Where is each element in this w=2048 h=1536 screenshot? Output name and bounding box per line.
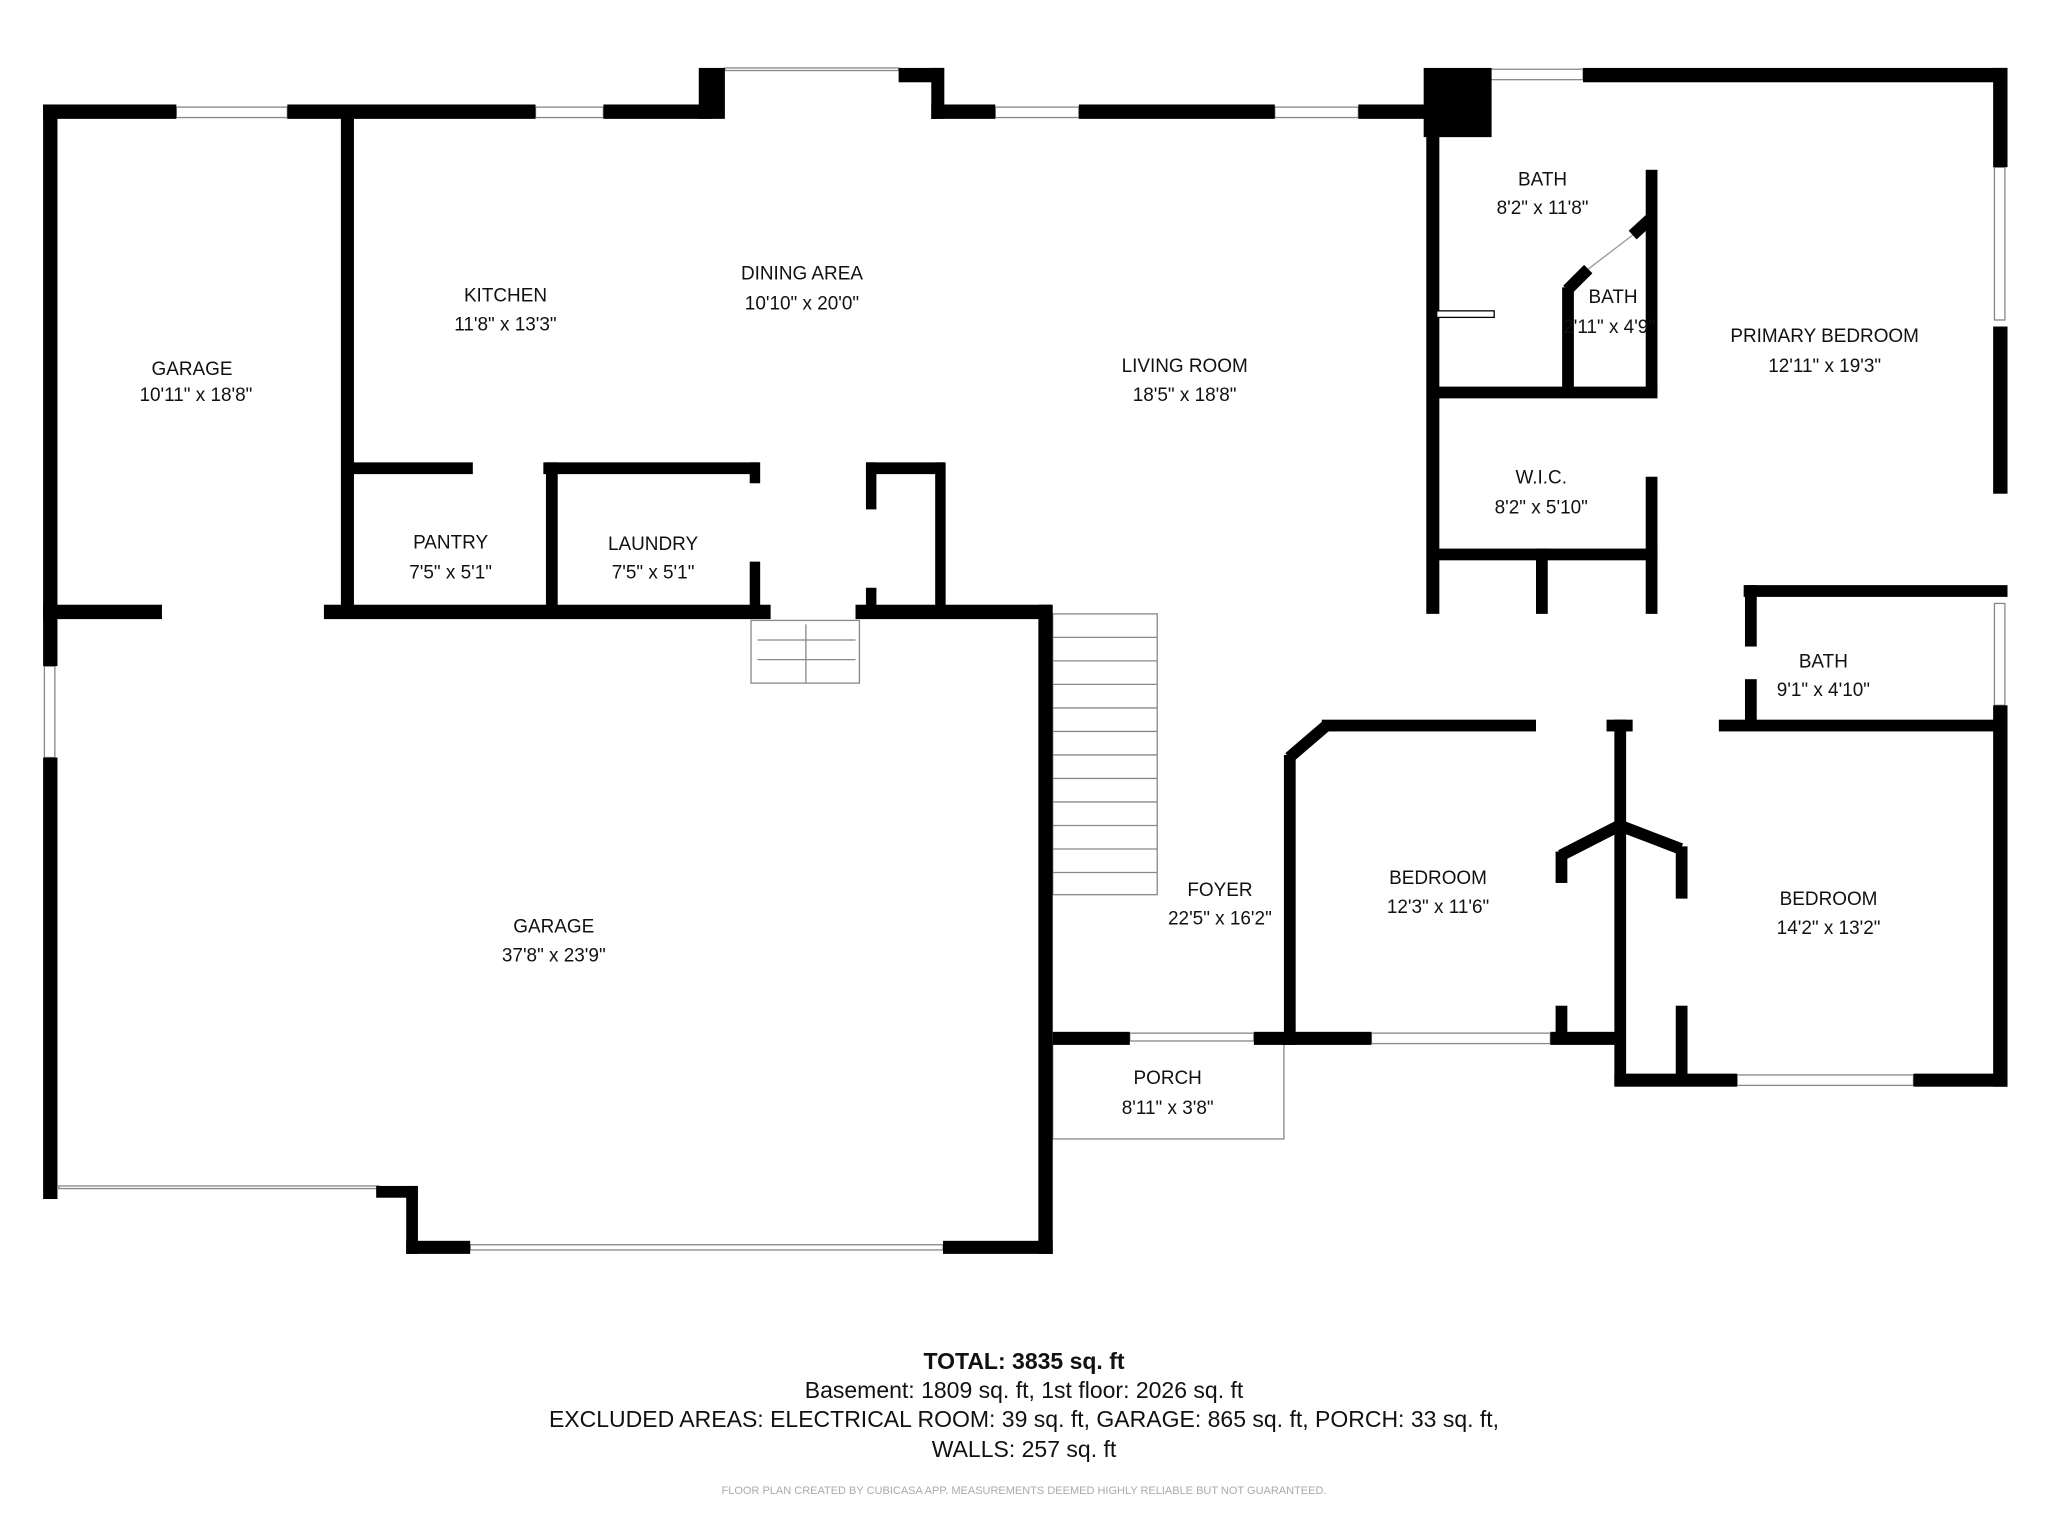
room-size: 10'11" x 18'8" (139, 385, 252, 406)
room-size: 14'2" x 13'2" (1777, 918, 1881, 939)
room-size: 9'1" x 4'10" (1777, 680, 1870, 701)
room-name: BATH (1589, 287, 1638, 308)
floor-areas: Basement: 1809 sq. ft, 1st floor: 2026 s… (804, 1377, 1244, 1403)
room-name: FOYER (1187, 880, 1252, 901)
room-kitchen: KITCHEN 11'8" x 13'3" (454, 286, 556, 336)
room-size: 7'5" x 5'1" (409, 563, 492, 584)
room-bedroom-2: BEDROOM 14'2" x 13'2" (1777, 889, 1881, 939)
room-porch: PORCH 8'11" x 3'8" (1122, 1068, 1214, 1119)
room-labels: GARAGE 10'11" x 18'8" KITCHEN 11'8" x 13'3… (139, 169, 1918, 1119)
excluded-areas: EXCLUDED AREAS: ELECTRICAL ROOM: 39 sq. … (548, 1406, 1500, 1432)
room-foyer: FOYER 22'5" x 16'2" (1168, 880, 1272, 930)
room-name: PANTRY (413, 533, 488, 554)
room-size: 22'5" x 16'2" (1168, 909, 1272, 930)
room-name: BEDROOM (1780, 889, 1878, 910)
room-name: W.I.C. (1515, 467, 1567, 488)
room-name: PRIMARY BEDROOM (1730, 326, 1919, 347)
room-size: 11'8" x 13'3" (454, 314, 556, 335)
room-name: BATH (1799, 651, 1848, 672)
room-size: 8'11" x 3'8" (1122, 1098, 1214, 1119)
walls (43, 67, 2008, 1254)
room-name: LIVING ROOM (1122, 356, 1248, 377)
room-name: PORCH (1134, 1068, 1202, 1089)
room-garage-main: GARAGE 37'8" x 23'9" (502, 917, 606, 967)
room-bedroom-1: BEDROOM 12'3" x 11'6" (1387, 868, 1489, 918)
room-size: 37'8" x 23'9" (502, 945, 606, 966)
room-size: 12'11" x 19'3" (1768, 356, 1881, 377)
disclaimer: FLOOR PLAN CREATED BY CUBICASA APP. MEAS… (721, 1485, 1327, 1497)
room-size: 18'5" x 18'8" (1133, 385, 1237, 406)
room-name: DINING AREA (741, 264, 863, 285)
room-size: 8'2" x 5'10" (1495, 497, 1588, 518)
room-wic: W.I.C. 8'2" x 5'10" (1495, 467, 1588, 518)
walls-area: WALLS: 257 sq. ft (931, 1436, 1117, 1462)
room-bath-primary: BATH 8'2" x 11'8" (1497, 169, 1589, 219)
room-pantry: PANTRY 7'5" x 5'1" (409, 533, 492, 584)
room-name: GARAGE (152, 359, 233, 380)
room-size: 2'11" x 4'9" (1563, 317, 1655, 338)
room-living-room: LIVING ROOM 18'5" x 18'8" (1122, 356, 1248, 406)
total-area: TOTAL: 3835 sq. ft (923, 1348, 1125, 1374)
room-size: 7'5" x 5'1" (612, 563, 695, 584)
room-primary-bedroom: PRIMARY BEDROOM 12'11" x 19'3" (1730, 326, 1919, 377)
room-name: GARAGE (513, 917, 594, 938)
room-name: BEDROOM (1389, 868, 1487, 889)
room-size: 10'10" x 20'0" (745, 294, 859, 315)
room-name: KITCHEN (464, 286, 547, 307)
room-dining-area: DINING AREA 10'10" x 20'0" (741, 264, 863, 315)
room-size: 12'3" x 11'6" (1387, 897, 1489, 918)
room-bath-hall: BATH 9'1" x 4'10" (1777, 651, 1870, 701)
room-name: LAUNDRY (608, 534, 698, 555)
room-laundry: LAUNDRY 7'5" x 5'1" (608, 534, 698, 584)
room-bath-small: BATH 2'11" x 4'9" (1563, 287, 1655, 338)
room-name: BATH (1518, 169, 1567, 190)
room-garage-small: GARAGE 10'11" x 18'8" (139, 359, 252, 406)
room-size: 8'2" x 11'8" (1497, 198, 1589, 219)
